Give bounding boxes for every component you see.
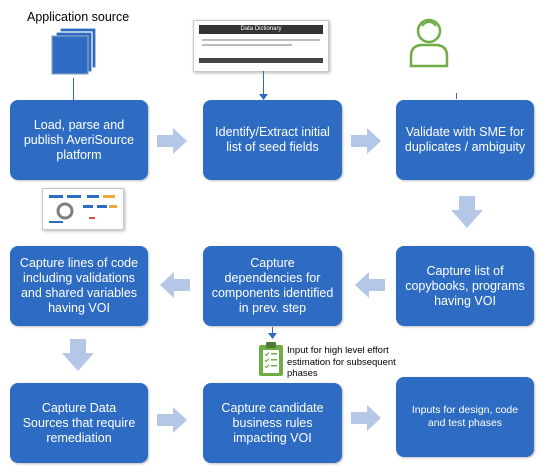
arrow-right-3 bbox=[157, 407, 187, 433]
document-stack-icon bbox=[51, 27, 97, 75]
box-validate-sme: Validate with SME for duplicates / ambig… bbox=[396, 100, 534, 180]
connector-estimation-head bbox=[268, 333, 277, 339]
box-load-parse: Load, parse and publish AveriSource plat… bbox=[10, 100, 148, 180]
connector-dictionary bbox=[263, 71, 264, 99]
box-inputs-design: Inputs for design, code and test phases bbox=[396, 377, 534, 457]
data-dictionary-title-bar: Data Dictionary bbox=[199, 25, 323, 34]
arrow-down-1 bbox=[451, 196, 483, 228]
connector-source bbox=[73, 78, 74, 100]
application-source-label: Application source bbox=[27, 10, 130, 24]
connector-dictionary-head bbox=[259, 94, 268, 100]
estimation-note: Input for high level effort estimation f… bbox=[287, 345, 396, 379]
box-capture-copybooks: Capture list of copybooks, programs havi… bbox=[396, 246, 534, 326]
connector-person bbox=[456, 93, 457, 99]
clipboard-checklist-icon bbox=[259, 342, 283, 376]
platform-screenshot-thumbnail bbox=[42, 188, 124, 230]
arrow-left-2 bbox=[355, 272, 385, 298]
arrow-right-4 bbox=[351, 405, 381, 431]
box-capture-sources: Capture Data Sources that require remedi… bbox=[10, 383, 148, 463]
box-capture-rules: Capture candidate business rules impacti… bbox=[203, 383, 342, 463]
box-capture-dependencies: Capture dependencies for components iden… bbox=[203, 246, 342, 326]
connector-estimation bbox=[272, 327, 273, 337]
arrow-down-2 bbox=[62, 339, 94, 371]
box-capture-lines: Capture lines of code including validati… bbox=[10, 246, 148, 326]
person-icon bbox=[409, 18, 449, 68]
arrow-left-1 bbox=[160, 272, 190, 298]
data-dictionary-thumbnail: Data Dictionary bbox=[193, 20, 329, 72]
box-identify-extract: Identify/Extract initial list of seed fi… bbox=[203, 100, 342, 180]
arrow-right-2 bbox=[351, 128, 381, 154]
arrow-right-1 bbox=[157, 128, 187, 154]
